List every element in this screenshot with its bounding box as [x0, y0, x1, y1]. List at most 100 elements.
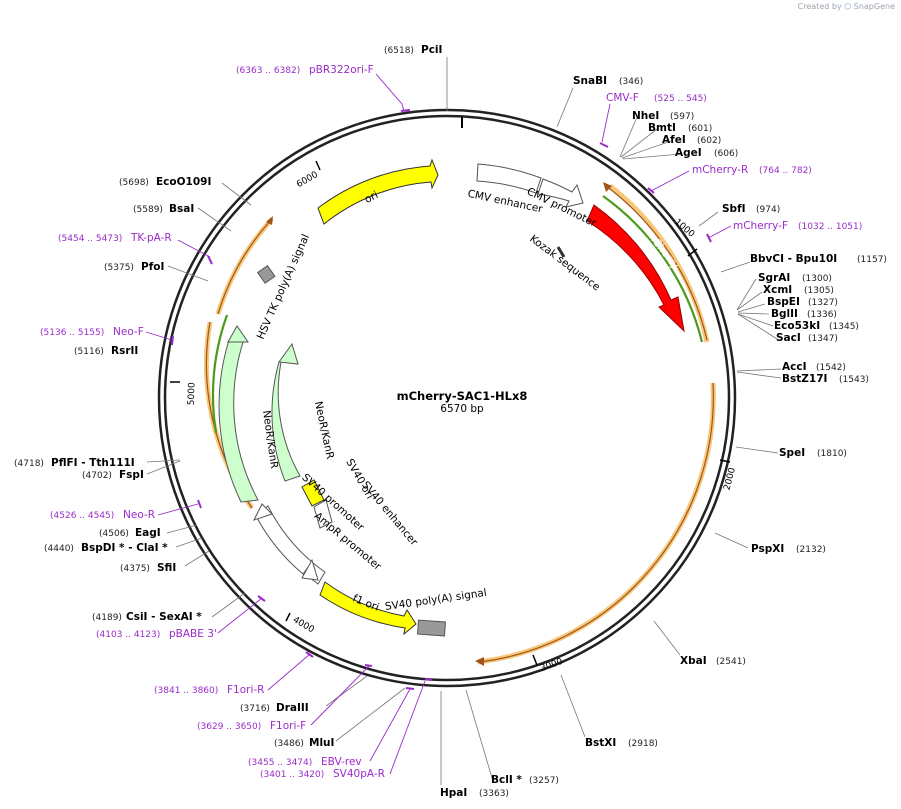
arrow-green-neo [211, 314, 229, 434]
site-bspei-name: BspEI [767, 296, 800, 308]
primer-mcherry-r-name: mCherry-R [692, 164, 748, 176]
primer-mcherry-f-range: (1032 .. 1051) [798, 222, 862, 232]
feature-sv40-enhancer [313, 499, 333, 529]
site-spei-name: SpeI [779, 447, 805, 459]
feature-neo-outer [218, 328, 259, 503]
site-bspdi-name: BspDI * - ClaI * [81, 542, 168, 554]
feature-label-sv40-enhancer: SV40 enhancer [359, 479, 420, 548]
site-draiii-pos: (3716) [240, 704, 270, 714]
site-xcmi-pos: (1305) [804, 286, 834, 296]
site-draiii-name: DraIII [276, 702, 309, 714]
site-saci-pos: (1347) [808, 334, 838, 344]
backbone-inner-ring [163, 114, 731, 682]
tick-label-6000: 6000 [295, 170, 320, 190]
site-hpai-name: HpaI [440, 787, 467, 799]
feature-cmv-enhancer [476, 163, 542, 194]
site-agei-name: AgeI [675, 147, 702, 159]
site-sfii-name: SfiI [157, 562, 176, 574]
site-sfii-pos: (4375) [120, 564, 150, 574]
site-bstz17i-pos: (1543) [839, 375, 869, 385]
primer-leader-lines [145, 73, 732, 775]
site-nhei-name: NheI [632, 110, 659, 122]
arrow-head-mcherry [603, 182, 612, 192]
site-rsrii-pos: (5116) [74, 347, 104, 357]
plasmid-size: 6570 bp [440, 403, 484, 415]
site-csii-pos: (4189) [92, 613, 122, 623]
primer-neo-r-range: (4526 .. 4545) [50, 511, 114, 521]
site-bstxi-pos: (2918) [628, 739, 658, 749]
feature-neo-outer-head [227, 325, 249, 343]
site-bbvci-name: BbvCI - Bpu10I [750, 253, 837, 265]
feature-ori [317, 158, 439, 225]
primer-cmv-f-range: (525 .. 545) [654, 94, 707, 104]
site-bbvci-pos: (1157) [857, 255, 887, 265]
brand-text: SnapGene [853, 2, 895, 11]
arrow-head-tk [266, 216, 273, 225]
tick-label-3000: 3000 [539, 657, 564, 674]
feature-f1-ori [319, 581, 417, 636]
site-fspi-pos: (4702) [82, 471, 112, 481]
site-sgrai-pos: (1300) [802, 274, 832, 284]
primer-neo-r-name: Neo-R [123, 509, 155, 521]
site-pcii-pos: (6518) [384, 46, 414, 56]
site-bspdi-pos: (4440) [44, 544, 74, 554]
site-snabi-pos: (346) [619, 77, 643, 87]
site-acci-pos: (1542) [816, 363, 846, 373]
site-leader-lines [146, 57, 782, 785]
site-fspi-name: FspI [119, 469, 144, 481]
primer-sv40pa-r-range: (3401 .. 3420) [260, 770, 324, 780]
tick-label-4000: 4000 [291, 615, 316, 635]
tick-mark-3000 [532, 654, 538, 666]
site-bsai-pos: (5589) [133, 205, 163, 215]
arrow-sequencing-mcherry [605, 185, 708, 341]
site-acci-name: AccI [782, 361, 806, 373]
arrow-green-mcherry [602, 195, 704, 343]
site-pcii-name: PciI [421, 44, 442, 56]
site-bsai-name: BsaI [169, 203, 194, 215]
primer-pbabe3-name: pBABE 3' [169, 628, 217, 640]
feature-ampr-promoter-head [301, 558, 319, 581]
primer-f1ori-f-name: F1ori-F [270, 720, 306, 732]
site-agei-pos: (606) [714, 149, 738, 159]
arrow-sequencing-sv40pa [479, 382, 714, 663]
primer-ticks [171, 109, 712, 690]
site-bmti-name: BmtI [648, 122, 676, 134]
primer-f1ori-r-range: (3841 .. 3860) [154, 686, 218, 696]
feature-sv40-ori [301, 479, 325, 507]
site-sbfi-pos: (974) [756, 205, 780, 215]
primer-ebv-rev-name: EBV-rev [321, 756, 362, 768]
site-spei-pos: (1810) [817, 449, 847, 459]
primer-pbabe3-range: (4103 .. 4123) [96, 630, 160, 640]
site-eco53ki-name: Eco53kI [774, 320, 820, 332]
snapgene-logo-icon: ⬡ [844, 2, 852, 11]
arrow-head-sv40pa [475, 657, 484, 666]
primer-tk-pa-r-range: (5454 .. 5473) [58, 234, 122, 244]
primer-neo-f-name: Neo-F [113, 326, 144, 338]
primer-tk-pa-r-name: TK-pA-R [130, 232, 172, 244]
site-eagi-pos: (4506) [99, 529, 129, 539]
feature-hsv-tk-box [256, 264, 276, 284]
tick-mark-6000 [315, 160, 321, 171]
site-xbai-pos: (2541) [716, 657, 746, 667]
tick-label-5000: 5000 [187, 382, 198, 406]
site-afei-name: AfeI [662, 134, 686, 146]
site-pfoi-name: PfoI [141, 261, 164, 273]
site-pfoi-pos: (5375) [104, 263, 134, 273]
plasmid-name: mCherry-SAC1-HLx8 [397, 389, 528, 403]
arrow-orange-tk [217, 220, 271, 315]
site-nhei-pos: (597) [670, 112, 694, 122]
site-rsrii-name: RsrII [111, 345, 138, 357]
site-mlui-name: MluI [309, 737, 334, 749]
feature-kozak [556, 246, 566, 258]
site-sbfi-name: SbfI [722, 203, 746, 215]
feature-cmv-promoter [537, 178, 584, 208]
site-eagi-name: EagI [135, 527, 161, 539]
site-pspxi-pos: (2132) [796, 545, 826, 555]
primer-mcherry-r-range: (764 .. 782) [759, 166, 812, 176]
primer-f1ori-f-range: (3629 .. 3650) [197, 722, 261, 732]
tick-mark-2000 [719, 459, 731, 463]
site-pflfi-name: PflFI - Tth111I [51, 457, 135, 469]
site-hpai-pos: (3363) [479, 789, 509, 799]
created-by-text: Created by [797, 2, 842, 11]
